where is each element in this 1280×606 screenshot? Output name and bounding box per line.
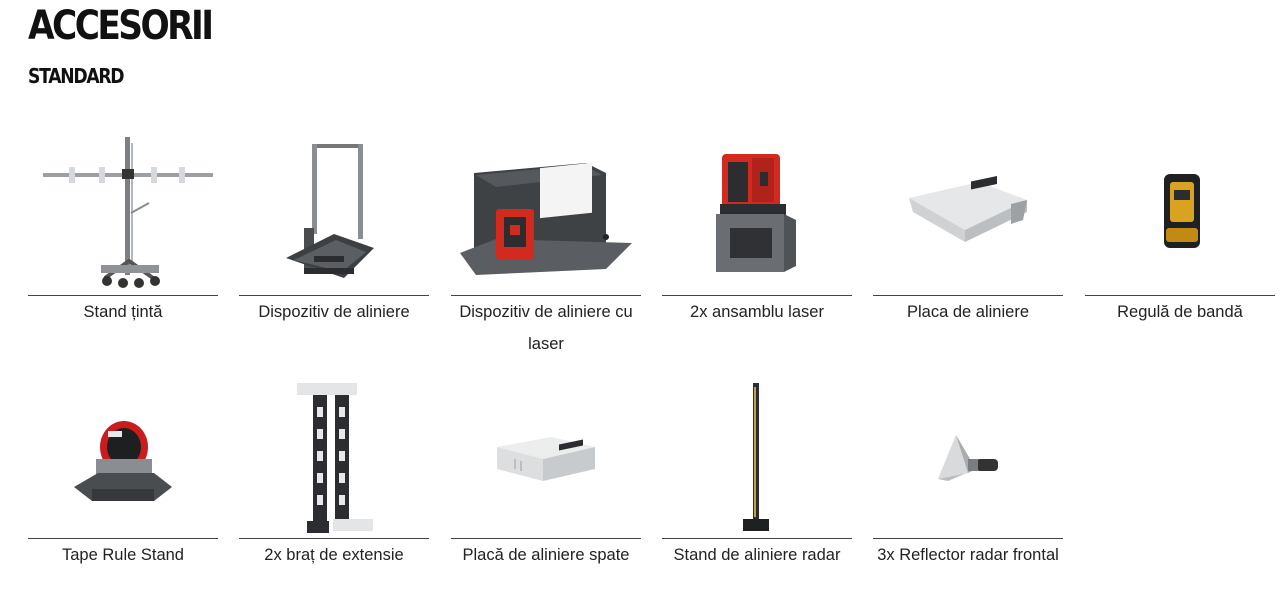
accessory-item: Stand de aliniere radar <box>662 380 852 571</box>
accessory-label: Dispozitiv de aliniere cu laser <box>459 303 633 353</box>
radar-reflector-icon <box>938 435 998 481</box>
accessory-label: 3x Reflector radar frontal <box>877 546 1059 564</box>
accessory-label: Stand de aliniere radar <box>673 546 841 564</box>
target-stand-icon <box>43 136 213 288</box>
extension-arm-icon <box>297 383 373 533</box>
accessory-item: 2x braț de extensie <box>239 380 429 571</box>
page-subtitle: STANDARD <box>28 64 125 88</box>
accessory-label: Stand țintă <box>83 303 163 321</box>
accessory-label: Placa de aliniere <box>907 303 1029 321</box>
divider-line <box>662 538 852 539</box>
divider-line <box>28 295 218 296</box>
divider-line <box>662 295 852 296</box>
accessory-item: 3x Reflector radar frontal <box>873 380 1063 571</box>
alignment-device-icon <box>286 143 374 278</box>
laser-assembly-icon <box>716 153 796 272</box>
accessory-item: Dispozitiv de aliniere <box>239 130 429 328</box>
divider-line <box>451 538 641 539</box>
divider-line <box>28 538 218 539</box>
tape-rule-stand-icon <box>74 421 172 501</box>
accessory-label: Dispozitiv de aliniere <box>258 303 410 321</box>
radar-alignment-stand-icon <box>743 383 769 531</box>
accessory-item: Placa de aliniere <box>873 130 1063 328</box>
accessory-label: 2x braț de extensie <box>264 546 404 564</box>
accessory-label: 2x ansamblu laser <box>690 303 824 321</box>
alignment-plate-icon <box>909 175 1027 242</box>
divider-line <box>873 538 1063 539</box>
accessory-item: Stand țintă <box>28 130 218 328</box>
laser-alignment-device-icon <box>460 162 632 275</box>
accessory-label: Regulă de bandă <box>1117 303 1243 321</box>
rear-alignment-plate-icon <box>497 437 595 481</box>
accessory-item: Dispozitiv de aliniere cu laser <box>451 130 641 360</box>
divider-line <box>873 295 1063 296</box>
divider-line <box>451 295 641 296</box>
accessory-item: Tape Rule Stand <box>28 380 218 571</box>
page-title: ACCESORII <box>28 3 214 49</box>
accessory-item: 2x ansamblu laser <box>662 130 852 328</box>
divider-line <box>239 538 429 539</box>
divider-line <box>239 295 429 296</box>
accessory-item: Placă de aliniere spate <box>451 380 641 571</box>
accessory-label: Tape Rule Stand <box>61 546 184 564</box>
tape-measure-icon <box>1164 173 1200 248</box>
divider-line <box>1085 295 1275 296</box>
accessory-label: Placă de aliniere spate <box>462 546 630 564</box>
accessory-item: Regulă de bandă <box>1085 130 1275 328</box>
